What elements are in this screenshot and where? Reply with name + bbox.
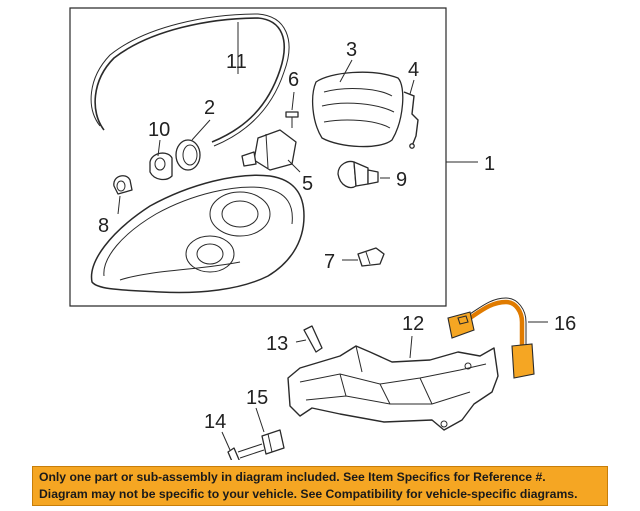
- callout-14: 14: [204, 411, 226, 433]
- bulb-socket-part: [149, 152, 173, 181]
- callout-1: 1: [484, 153, 495, 175]
- wiring-harness-part: [447, 297, 535, 379]
- callout-13: 13: [266, 333, 288, 355]
- screw-part: [285, 111, 299, 128]
- callout-2: 2: [204, 97, 215, 119]
- halogen-bulb-part: [337, 160, 379, 189]
- disclaimer-line-1: Only one part or sub-assembly in diagram…: [39, 470, 546, 484]
- parts-diagram: 1 2 3 4 5 6 7 8 9 10 11 12 13 14 15 16: [69, 7, 576, 460]
- ignitor-part: [241, 129, 297, 171]
- leader-lines: [117, 22, 548, 451]
- clip-part: [357, 247, 385, 267]
- callout-3: 3: [346, 39, 357, 61]
- mounting-bracket-part: [287, 345, 499, 431]
- callout-9: 9: [396, 169, 407, 191]
- callout-7: 7: [324, 251, 335, 273]
- disclaimer-banner: Only one part or sub-assembly in diagram…: [32, 466, 608, 506]
- callout-8: 8: [98, 215, 109, 237]
- disclaimer-line-2: Diagram may not be specific to your vehi…: [39, 487, 578, 501]
- pin-part: [303, 325, 323, 353]
- callout-4: 4: [408, 59, 419, 81]
- callout-12: 12: [402, 313, 424, 335]
- assembly-box: [69, 7, 447, 307]
- callout-10: 10: [148, 119, 170, 141]
- callout-5: 5: [302, 173, 313, 195]
- callout-15: 15: [246, 387, 268, 409]
- callout-11: 11: [226, 51, 247, 73]
- side-bulb-part: [113, 175, 133, 195]
- bolt-part: [227, 443, 265, 460]
- retaining-ring-part: [175, 139, 201, 171]
- housing-cover-part: [311, 71, 404, 148]
- callout-16: 16: [554, 313, 576, 335]
- callout-6: 6: [288, 69, 299, 91]
- grommet-part: [261, 429, 285, 455]
- seal-gasket-part: [90, 13, 290, 147]
- headlamp-housing-part: [90, 174, 305, 294]
- wire-bracket-part: [403, 91, 419, 149]
